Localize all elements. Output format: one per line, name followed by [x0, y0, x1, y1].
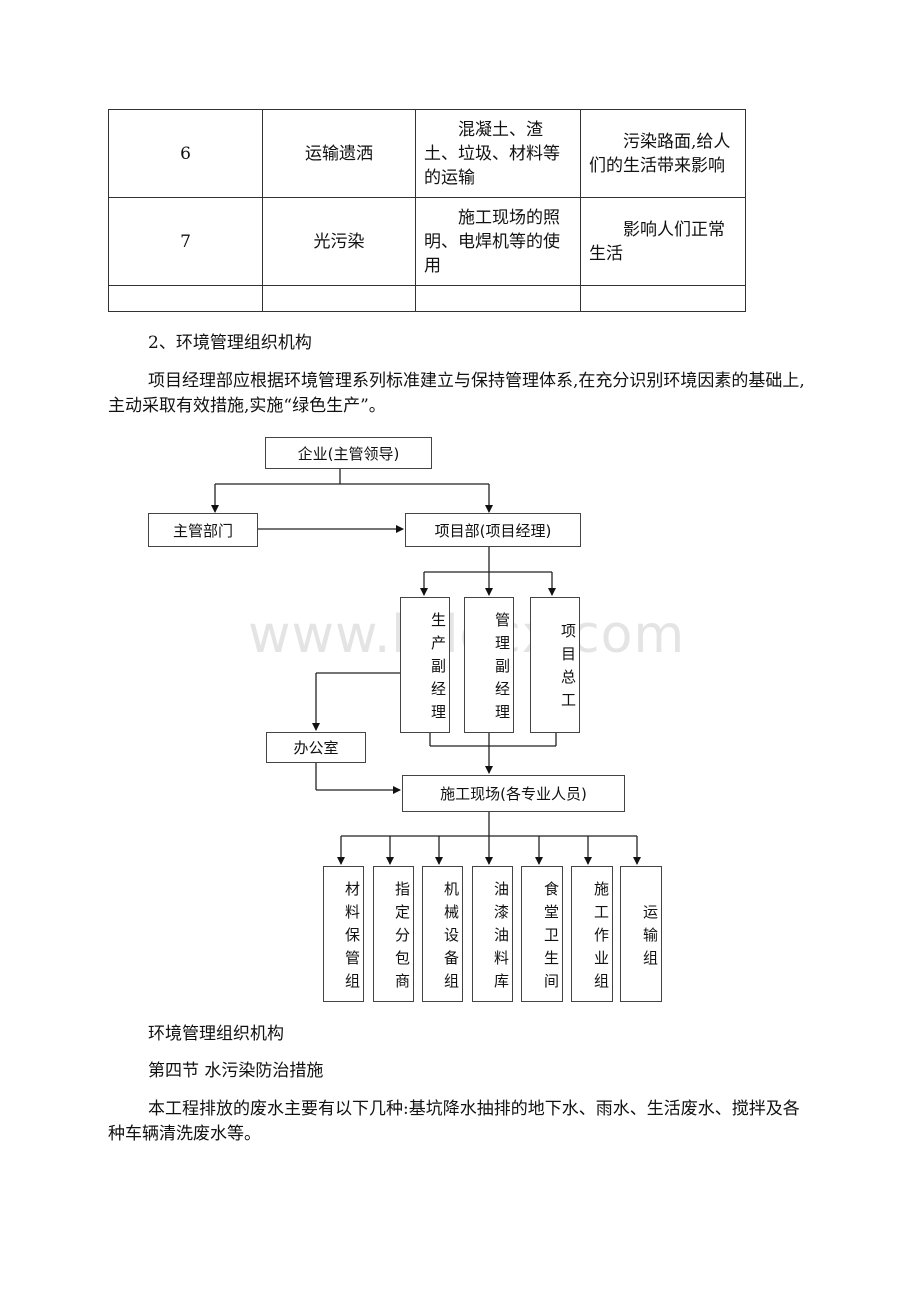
empty-cell: [580, 285, 746, 312]
factor-impact: 影响人们正常生活: [580, 197, 746, 286]
org-node-materials-group: 材料保管组: [323, 866, 364, 1002]
table-row: 7 光污染 施工现场的照明、电焊机等的使用 影响人们正常生活: [108, 197, 746, 286]
section-heading: 第四节 水污染防治措施: [148, 1061, 324, 1081]
section-heading: 2、环境管理组织机构: [148, 333, 312, 353]
factor-name: 光污染: [262, 197, 416, 286]
org-node-construction-group: 施工作业组: [571, 866, 613, 1002]
org-node-enterprise: 企业(主管领导): [265, 437, 432, 469]
org-node-paint-store: 油漆油料库: [472, 866, 513, 1002]
org-node-canteen: 食堂卫生间: [521, 866, 563, 1002]
org-node-chief-engineer: 项目总工: [530, 597, 580, 733]
org-node-subcontractor: 指定分包商: [373, 866, 414, 1002]
org-node-transport-group: 运输组: [620, 866, 662, 1002]
row-number: 6: [108, 109, 263, 198]
org-node-project: 项目部(项目经理): [405, 513, 581, 547]
org-node-site: 施工现场(各专业人员): [402, 775, 625, 812]
empty-cell: [108, 285, 263, 312]
diagram-caption: 环境管理组织机构: [148, 1024, 284, 1044]
section-paragraph: 项目经理部应根据环境管理系列标准建立与保持管理体系,在充分识别环境因素的基础上,…: [108, 371, 805, 416]
org-node-production-deputy: 生产副经理: [400, 597, 450, 733]
row-number: 7: [108, 197, 263, 286]
table-row: 6 运输遗洒 混凝土、渣土、垃圾、材料等的运输 污染路面,给人们的生活带来影响: [108, 109, 746, 198]
empty-cell: [415, 285, 581, 312]
factor-impact: 污染路面,给人们的生活带来影响: [580, 109, 746, 198]
org-node-management-deputy: 管理副经理: [464, 597, 514, 733]
org-node-machinery-group: 机械设备组: [422, 866, 463, 1002]
table-row-empty: [108, 285, 746, 312]
org-node-department: 主管部门: [148, 513, 258, 547]
org-node-office: 办公室: [266, 732, 366, 763]
environment-factor-table: 6 运输遗洒 混凝土、渣土、垃圾、材料等的运输 污染路面,给人们的生活带来影响 …: [108, 109, 746, 312]
section-paragraph: 本工程排放的废水主要有以下几种:基坑降水抽排的地下水、雨水、生活废水、搅拌及各种…: [108, 1099, 800, 1144]
